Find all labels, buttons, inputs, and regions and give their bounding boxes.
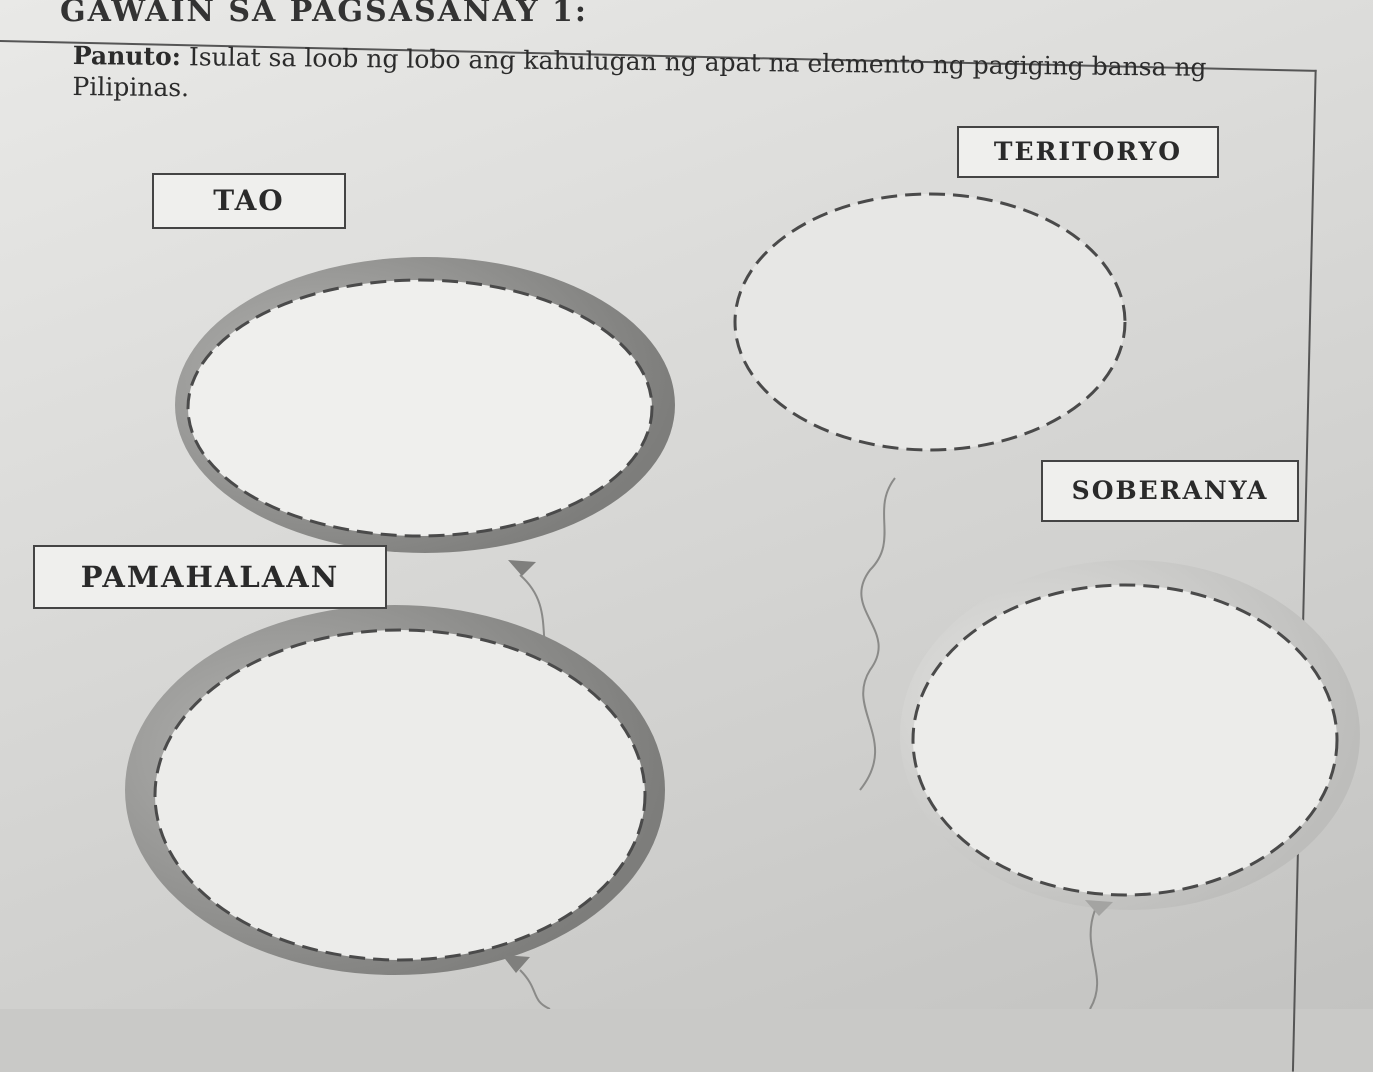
balloons-illustration (125, 192, 1360, 1009)
balloon-tao (175, 257, 675, 576)
balloon-soberanya (900, 560, 1360, 916)
balloon-string-soberanya (1089, 909, 1099, 1009)
label-box-teritoryo: TERITORYO (957, 126, 1219, 178)
answer-area-teritoryo (733, 192, 1127, 452)
balloon-string-pamahalaan (519, 969, 551, 1009)
balloon-teritoryo (733, 192, 1127, 452)
activity-title: GAWAIN SA PAGSASANAY 1: (60, 0, 588, 29)
answer-area-tao (186, 278, 654, 538)
balloon-string-teritoryo (859, 477, 896, 791)
label-box-pamahalaan: PAMAHALAAN (33, 545, 387, 609)
answer-area-soberanya (911, 583, 1339, 897)
label-box-tao: TAO (152, 173, 346, 229)
answer-area-pamahalaan (153, 628, 647, 962)
label-box-soberanya: SOBERANYA (1041, 460, 1299, 522)
balloon-pamahalaan (125, 605, 665, 975)
